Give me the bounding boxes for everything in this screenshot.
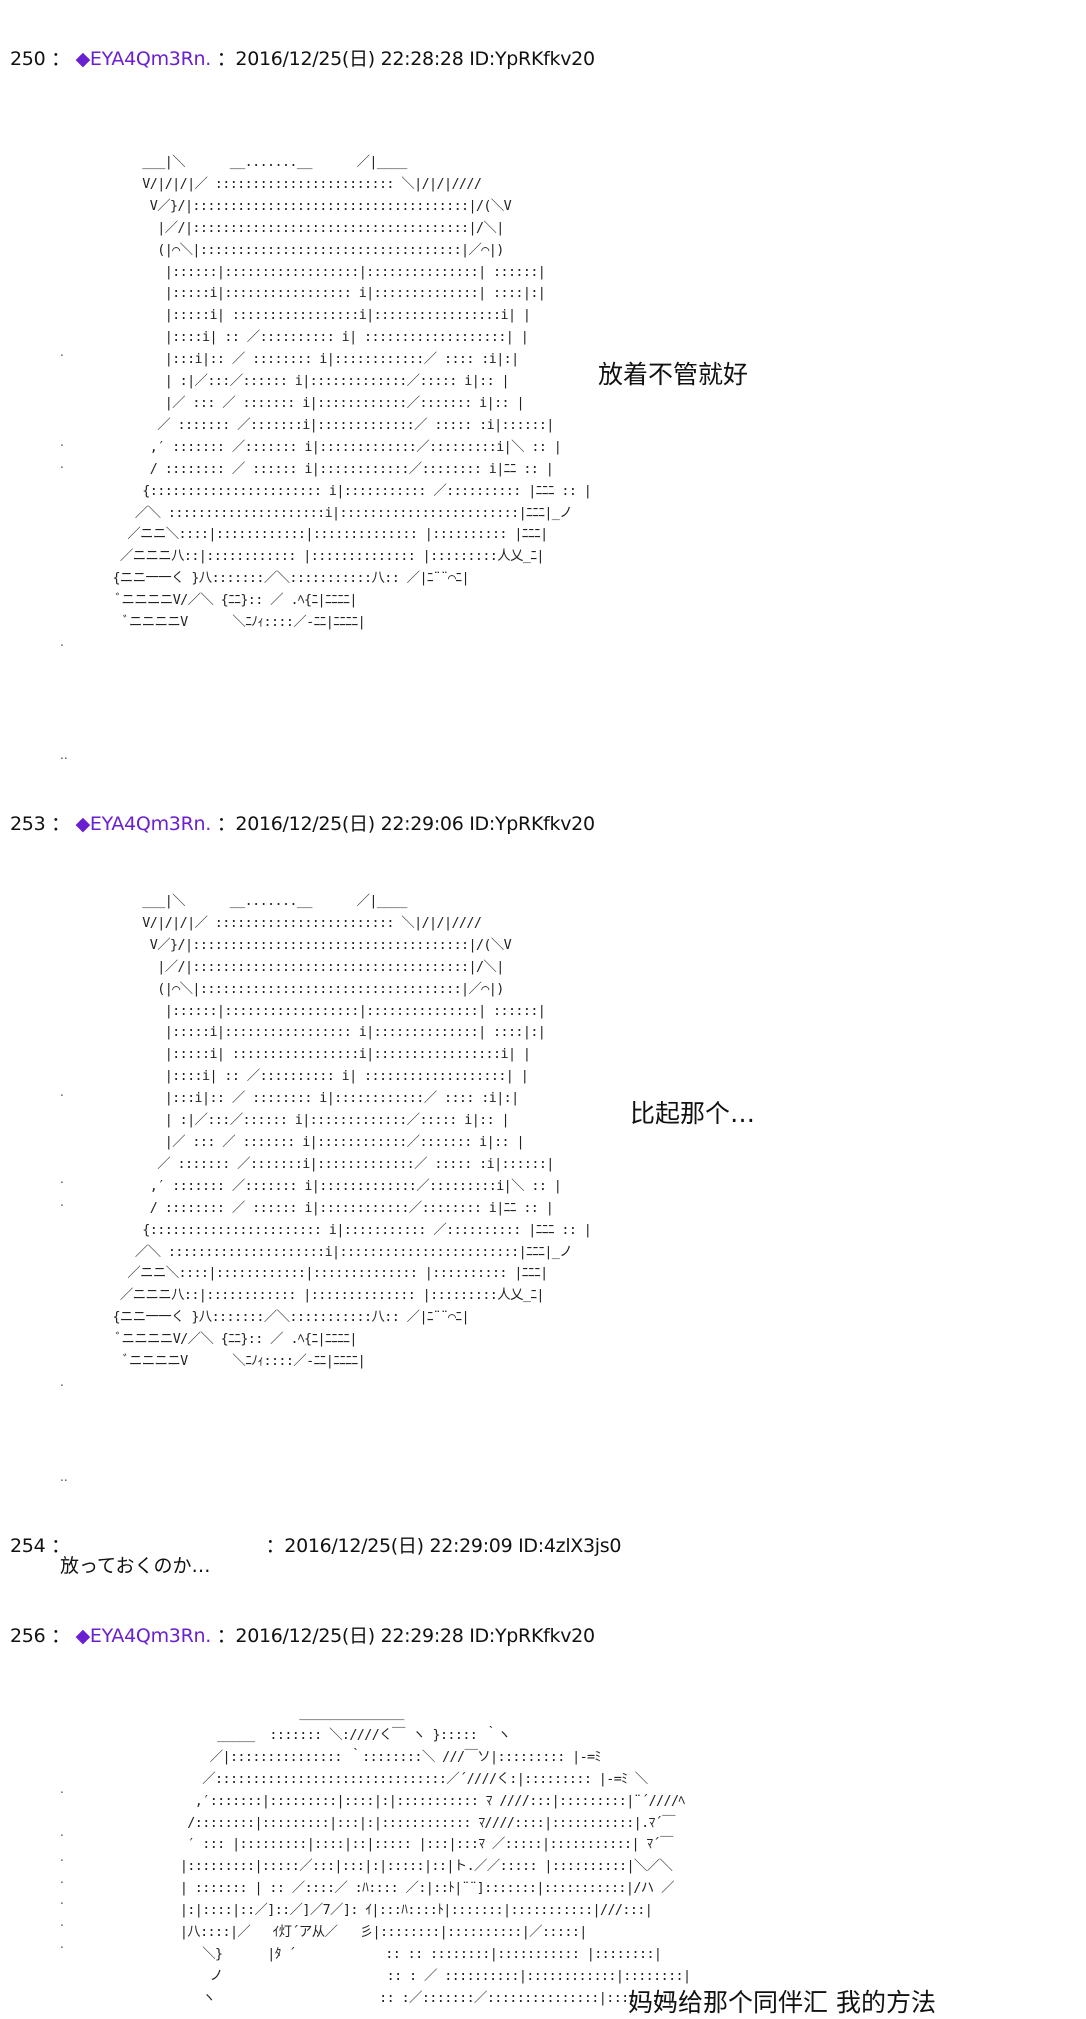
dot-mark: . — [60, 1375, 64, 1389]
dot-mark: . — [60, 1893, 64, 1907]
post-header: 256 ： ◆EYA4Qm3Rn. ：2016/12/25(日) 22:29:2… — [10, 1621, 595, 1648]
dot-mark: . — [60, 1782, 64, 1796]
dot-mark: . — [60, 1825, 64, 1839]
separator: ： — [51, 1535, 70, 1557]
post-meta: ：2016/12/25(日) 22:29:09 ID:4zlX3js0 — [265, 1535, 622, 1557]
post-meta: ：2016/12/25(日) 22:28:28 ID:YpRKfkv20 — [216, 48, 595, 70]
separator: ： — [51, 48, 70, 70]
post-number[interactable]: 250 — [10, 48, 46, 70]
post-meta: ：2016/12/25(日) 22:29:06 ID:YpRKfkv20 — [216, 813, 595, 835]
dot-mark: .. — [60, 1470, 68, 1484]
dot-mark: . — [60, 1085, 64, 1099]
dot-mark: . — [60, 435, 64, 449]
ascii-art: ___|＼ __.......__ ／|____ V/|/|/|／ ::::::… — [112, 155, 592, 631]
ascii-art: ______________ _____ ::::::: ＼:////く￣ ヽ … — [179, 1706, 691, 2006]
post-number[interactable]: 256 — [10, 1625, 46, 1647]
speech-text: 妈妈给那个同伴汇 我的方法 — [628, 1988, 936, 2017]
separator: ： — [51, 813, 70, 835]
post-number[interactable]: 253 — [10, 813, 46, 835]
post-header: 253 ： ◆EYA4Qm3Rn. ：2016/12/25(日) 22:29:0… — [10, 809, 595, 836]
dot-mark: .. — [60, 748, 68, 762]
author-trip[interactable]: ◆EYA4Qm3Rn. — [75, 1625, 212, 1647]
author-trip[interactable]: ◆EYA4Qm3Rn. — [75, 813, 212, 835]
post-meta: ：2016/12/25(日) 22:29:28 ID:YpRKfkv20 — [216, 1625, 595, 1647]
post-number[interactable]: 254 — [10, 1535, 46, 1557]
dot-mark: . — [60, 1195, 64, 1209]
post-header: 254 ： ：2016/12/25(日) 22:29:09 ID:4zlX3js… — [10, 1531, 621, 1558]
post-body: 放っておくのか… — [60, 1555, 211, 1577]
dot-mark: . — [60, 1850, 64, 1864]
dot-mark: . — [60, 457, 64, 471]
speech-text: 比起那个… — [630, 1099, 756, 1128]
dot-mark: . — [60, 1915, 64, 1929]
speech-text: 放着不管就好 — [598, 360, 749, 389]
dot-mark: . — [60, 1172, 64, 1186]
post-header: 250 ： ◆EYA4Qm3Rn. ：2016/12/25(日) 22:28:2… — [10, 44, 595, 71]
author-trip[interactable]: ◆EYA4Qm3Rn. — [75, 48, 212, 70]
dot-mark: . — [60, 1872, 64, 1886]
dot-mark: . — [60, 1937, 64, 1951]
dot-mark: . — [60, 345, 64, 359]
ascii-art: ___|＼ __.......__ ／|____ V/|/|/|／ ::::::… — [112, 894, 592, 1370]
dot-mark: . — [60, 635, 64, 649]
separator: ： — [51, 1625, 70, 1647]
